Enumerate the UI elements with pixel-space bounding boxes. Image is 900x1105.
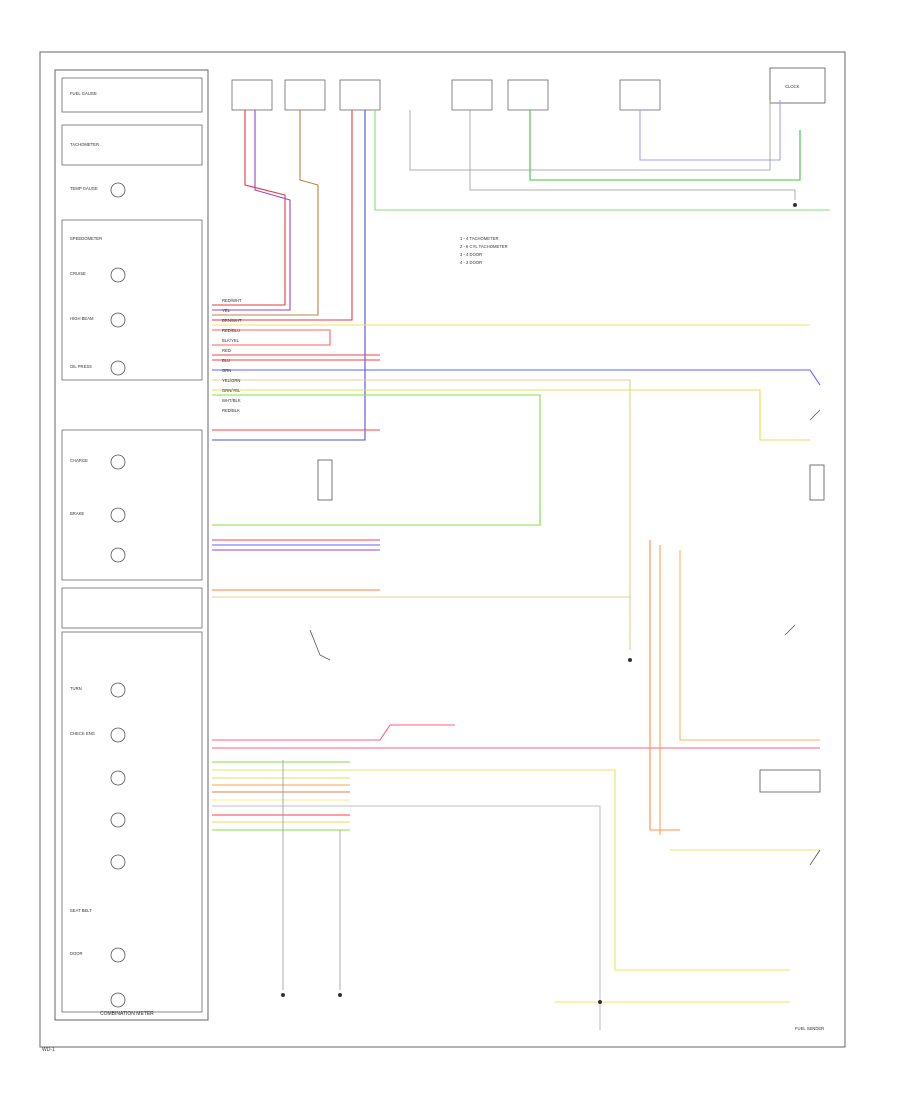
tag-charge: CHARGE <box>70 458 88 463</box>
wire-label: YEL/GRN <box>222 378 240 383</box>
wire-label: WHT/BLK <box>222 398 241 403</box>
tag-cruise: CRUISE <box>70 271 86 276</box>
tag-door: DOOR <box>70 951 83 956</box>
tag-speedometer: SPEEDOMETER <box>70 236 102 241</box>
tag-fuel-gauge: FUEL GAUGE <box>70 91 97 96</box>
components <box>309 409 825 866</box>
ground-symbols <box>281 203 797 1004</box>
wire-label: BLK/YEL <box>222 338 240 343</box>
tag-turn: TURN <box>70 686 82 691</box>
wire-label: RED/WHT <box>222 298 242 303</box>
tag-temp-gauge: TEMP GAUGE <box>70 186 98 191</box>
tag-oil-press: OIL PRESS <box>70 364 92 369</box>
wire-label: YEL <box>222 308 231 313</box>
fuse-blocks <box>231 79 661 111</box>
fuel-sender-label: FUEL SENDER <box>795 1026 824 1031</box>
diagram-frame <box>39 51 846 1048</box>
tag-high-beam: HIGH BEAM <box>70 316 94 321</box>
tag-brake: BRAKE <box>70 511 84 516</box>
bulb-symbols <box>110 182 126 1008</box>
wires <box>212 100 830 1030</box>
cluster-tags: FUEL GAUGE TACHOMETER TEMP GAUGE SPEEDOM… <box>70 91 102 956</box>
legend-item-2: 2 - 6 CYL TACHOMETER <box>460 244 508 249</box>
clock: CLOCK <box>769 67 826 104</box>
wire-label: BLU <box>222 358 230 363</box>
legend: 1 - 4 TACHOMETER 2 - 6 CYL TACHOMETER 3 … <box>460 236 508 265</box>
wire-label: RED/BLU <box>222 328 240 333</box>
wire-label: RED/BLK <box>222 408 240 413</box>
combination-meter: COMBINATION METER <box>54 69 209 1021</box>
legend-item-3: 3 - 4 DOOR <box>460 252 482 257</box>
clock-label: CLOCK <box>785 84 800 89</box>
tag-tachometer: TACHOMETER <box>70 142 99 147</box>
wire-label: BRN/WHT <box>222 318 242 323</box>
tag-check-eng: CHECK ENG <box>70 731 95 736</box>
cluster-label: COMBINATION METER <box>100 1011 154 1017</box>
wire-label: RED <box>222 348 231 353</box>
legend-item-1: 1 - 4 TACHOMETER <box>460 236 498 241</box>
diagram-code: WD-1 <box>42 1047 55 1053</box>
wire-label: GRN/YEL <box>222 388 241 393</box>
legend-item-4: 4 - 2 DOOR <box>460 260 482 265</box>
wire-label: GRN <box>222 368 231 373</box>
ground-wires <box>282 100 796 990</box>
tag-seat-belt: SEAT BELT <box>70 908 92 913</box>
